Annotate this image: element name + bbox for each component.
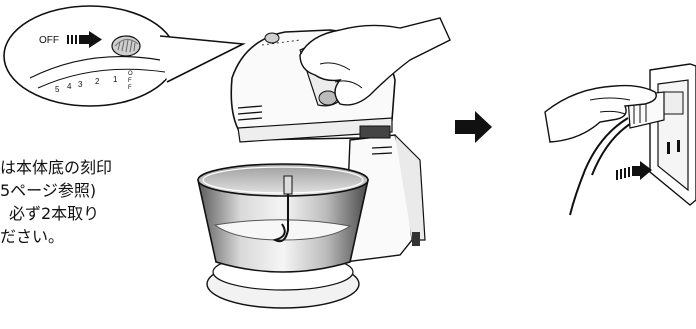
- dial-number-1: 1: [113, 75, 118, 84]
- speed-knob-icon: [112, 36, 140, 56]
- off-label: OFF: [39, 35, 59, 46]
- stand-mixer-illustration: [198, 18, 450, 308]
- note-line-3: 必ず2本取り: [9, 203, 99, 225]
- dial-number-5: 5: [55, 85, 60, 94]
- dial-number-3: 3: [78, 80, 83, 89]
- note-line-2: 5ページ参照): [0, 180, 96, 202]
- dial-off-letter-o: O: [128, 71, 133, 77]
- next-step-arrow-icon: [455, 111, 492, 143]
- note-line-1: は本体底の刻印: [0, 157, 112, 179]
- note-line-4: ださい。: [0, 226, 64, 248]
- dial-number-2: 2: [95, 77, 100, 86]
- dial-off-letter-f1: F: [128, 78, 132, 84]
- dial-number-4: 4: [67, 82, 72, 91]
- speed-dial-callout: OFF 5 4 3 2 1 O F F: [4, 6, 243, 106]
- push-arrow-icon: [616, 161, 652, 180]
- plug-outlet-illustration: [545, 64, 696, 215]
- dial-off-letter-f2: F: [128, 85, 132, 91]
